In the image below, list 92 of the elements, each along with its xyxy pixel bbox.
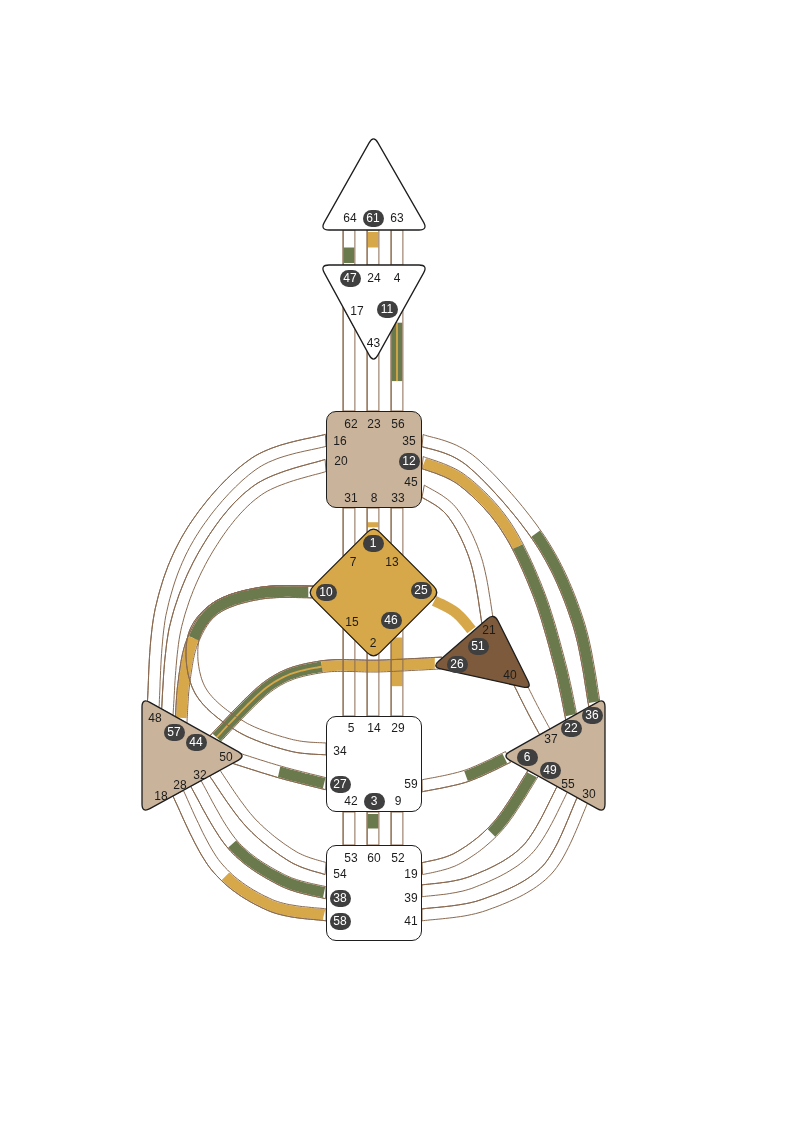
gate-number: 13 bbox=[385, 556, 399, 568]
gate-number: 50 bbox=[219, 751, 233, 763]
channel-outline bbox=[421, 797, 588, 922]
gate-number: 53 bbox=[344, 852, 358, 864]
gate-number: 41 bbox=[404, 915, 418, 927]
channel-outline bbox=[390, 229, 404, 266]
channel-band bbox=[513, 544, 576, 719]
gate-number-badge: 3 bbox=[363, 792, 385, 810]
channel-band bbox=[486, 770, 538, 838]
channel-band bbox=[227, 839, 328, 898]
channel-outline bbox=[366, 811, 380, 846]
channel-outline bbox=[342, 507, 356, 557]
gate-number: 32 bbox=[193, 769, 207, 781]
gate-number: 43 bbox=[366, 337, 381, 349]
gate-number: 60 bbox=[367, 852, 381, 864]
square-center bbox=[326, 845, 422, 941]
channel-band bbox=[531, 530, 600, 705]
gate-number: 28 bbox=[173, 779, 187, 791]
gate-number: 56 bbox=[391, 418, 405, 430]
gate-number: 18 bbox=[154, 790, 168, 802]
gate-number: 30 bbox=[582, 788, 596, 800]
gate-number: 48 bbox=[148, 712, 162, 724]
gate-number-badge: 58 bbox=[329, 912, 351, 930]
gate-number: 35 bbox=[402, 435, 416, 447]
gate-number: 42 bbox=[344, 795, 358, 807]
gate-number: 63 bbox=[390, 212, 404, 224]
channel-outline bbox=[161, 458, 327, 716]
gate-number: 45 bbox=[404, 476, 418, 488]
gate-number: 7 bbox=[349, 556, 357, 568]
square-center bbox=[326, 716, 422, 812]
channel-outline bbox=[342, 628, 356, 717]
channel-outline bbox=[421, 484, 494, 624]
gate-number: 20 bbox=[334, 455, 348, 467]
gate-number: 23 bbox=[367, 418, 381, 430]
channel-outline bbox=[172, 789, 327, 922]
channel-band bbox=[429, 595, 477, 635]
channel-outline bbox=[421, 434, 601, 708]
channel-outline bbox=[232, 753, 327, 791]
channel-outline bbox=[390, 309, 404, 412]
channel-outline bbox=[366, 229, 380, 266]
channel-band bbox=[391, 322, 403, 382]
gate-number: 55 bbox=[561, 778, 575, 790]
channel-outline bbox=[513, 684, 551, 736]
channel-outline bbox=[421, 769, 539, 876]
channel-band bbox=[391, 637, 403, 687]
gate-number: 52 bbox=[391, 852, 405, 864]
channel-outline bbox=[185, 585, 327, 756]
gate-number: 37 bbox=[544, 733, 558, 745]
gate-number-badge: 27 bbox=[329, 775, 351, 793]
channel-band bbox=[367, 814, 379, 829]
channel-outline bbox=[366, 507, 380, 533]
gate-number: 5 bbox=[347, 722, 355, 734]
channel-band bbox=[367, 232, 379, 248]
gate-number: 2 bbox=[369, 637, 377, 649]
gate-number: 15 bbox=[345, 616, 359, 628]
gate-number: 39 bbox=[404, 892, 418, 904]
gate-number-badge: 12 bbox=[398, 452, 420, 470]
gate-number: 59 bbox=[404, 778, 418, 790]
gate-number: 29 bbox=[391, 722, 405, 734]
gate-number: 34 bbox=[333, 745, 347, 757]
channel-outline bbox=[390, 811, 404, 846]
square-center bbox=[326, 411, 422, 508]
channel-band bbox=[462, 753, 510, 781]
channel-outline bbox=[342, 229, 356, 266]
channel-outline bbox=[390, 507, 404, 556]
channel-outline bbox=[147, 433, 327, 708]
gate-number: 31 bbox=[344, 492, 358, 504]
gate-number: 64 bbox=[343, 212, 357, 224]
gate-number-badge: 38 bbox=[329, 889, 351, 907]
channel-outline bbox=[421, 456, 578, 721]
channel-outline bbox=[190, 780, 327, 900]
gate-number: 4 bbox=[393, 272, 401, 284]
gate-number: 19 bbox=[404, 868, 418, 880]
channel-outline bbox=[421, 751, 511, 793]
gate-number: 14 bbox=[367, 722, 381, 734]
channel-outline bbox=[209, 656, 443, 743]
channel-outline bbox=[421, 786, 568, 898]
gate-number: 24 bbox=[367, 272, 381, 284]
channel-outline bbox=[342, 811, 356, 846]
gate-number: 21 bbox=[482, 624, 496, 636]
gate-number: 8 bbox=[370, 492, 378, 504]
channel-band bbox=[343, 247, 355, 263]
gate-number: 16 bbox=[333, 435, 347, 447]
channel-outline bbox=[366, 652, 380, 717]
channel-band bbox=[367, 522, 379, 528]
gate-number: 17 bbox=[350, 305, 364, 317]
gate-number: 9 bbox=[394, 795, 402, 807]
gate-number: 62 bbox=[344, 418, 358, 430]
gate-number: 40 bbox=[503, 669, 517, 681]
channel-outline bbox=[209, 769, 327, 876]
gate-number: 33 bbox=[391, 492, 405, 504]
gate-number: 54 bbox=[333, 868, 347, 880]
